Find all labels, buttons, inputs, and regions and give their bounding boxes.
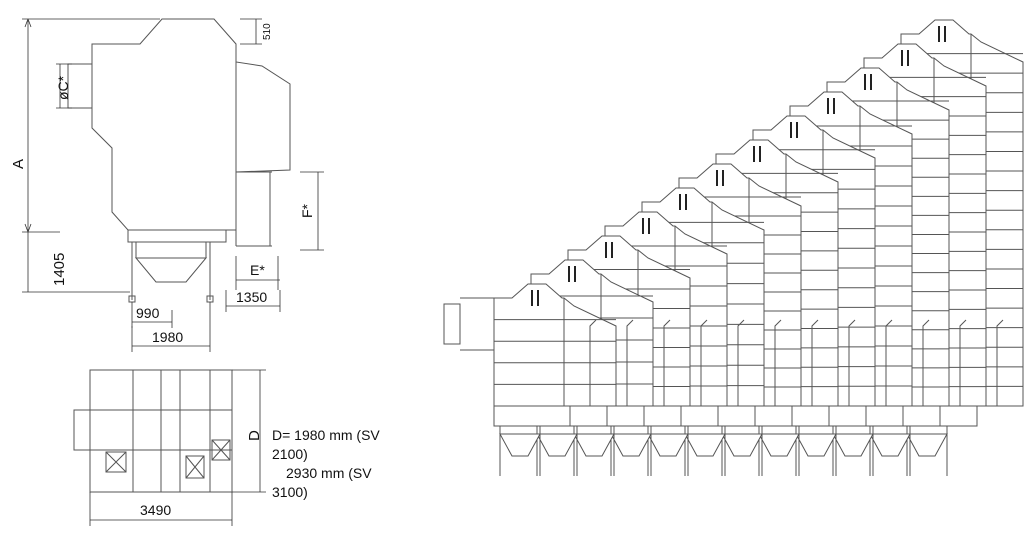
note-line-4: 3100): [272, 484, 308, 500]
pipe: [700, 319, 708, 406]
hopper: [134, 257, 208, 283]
pipe: [922, 319, 930, 406]
note-line-1: D= 1980 mm (SV: [272, 427, 380, 443]
base-frame: [493, 405, 571, 427]
pipe: [811, 319, 819, 406]
dim-3490-label: 3490: [140, 502, 171, 518]
dimension-note: D= 1980 mm (SV 2100) 2930 mm (SV 3100): [272, 426, 380, 502]
dim-1350-label: 1350: [236, 289, 267, 305]
dryer-series-view: [443, 19, 1024, 476]
base-frame: [127, 229, 227, 243]
hopper: [684, 433, 726, 457]
pipe: [959, 319, 967, 406]
pipe: [663, 319, 671, 406]
dryer-module: [493, 283, 617, 407]
note-line-3: 2930 mm (SV: [286, 465, 372, 481]
hopper: [758, 433, 800, 457]
dim-d-label: D: [246, 430, 263, 441]
pipe: [737, 319, 745, 406]
hopper: [721, 433, 763, 457]
dim-a-label: A: [10, 159, 27, 169]
dim-1980-label: 1980: [152, 329, 183, 345]
pipe: [848, 319, 856, 406]
note-line-2: 2100): [272, 446, 308, 462]
dim-990-label: 990: [136, 305, 160, 321]
pipe: [774, 319, 782, 406]
hopper: [795, 433, 837, 457]
side-view: A 1405 øC* 510 F* E* 1350 990 1980: [10, 18, 324, 352]
dim-f-label: F*: [299, 203, 315, 218]
dim-e-label: E*: [250, 262, 265, 278]
hopper: [869, 433, 911, 457]
dim-510-label: 510: [262, 23, 273, 40]
dim-c-label: øC*: [55, 75, 71, 100]
inlet-pipe: [67, 63, 93, 109]
pipe: [885, 319, 893, 406]
hopper: [499, 433, 541, 457]
dryer-body-outline: [91, 18, 291, 231]
pipe: [589, 319, 597, 406]
series-inlet: [443, 303, 461, 345]
hopper: [536, 433, 578, 457]
hopper: [832, 433, 874, 457]
pipe: [626, 319, 634, 406]
hopper: [906, 433, 948, 457]
hopper: [610, 433, 652, 457]
dim-1405-label: 1405: [51, 253, 68, 286]
hopper: [647, 433, 689, 457]
hopper: [573, 433, 615, 457]
plan-view: D 3490: [73, 369, 266, 526]
plan-inlet: [73, 409, 91, 451]
pipe: [996, 319, 1004, 406]
